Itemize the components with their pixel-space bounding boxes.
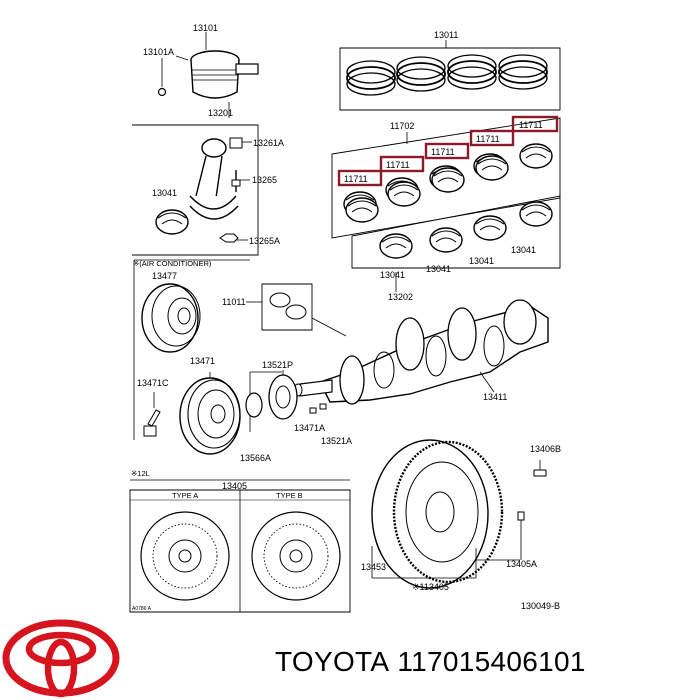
label-ac-pulley: 13477 [152,271,177,281]
connecting-rod-group [132,124,259,256]
ac-pulley-group [133,259,250,440]
label-main-bearing-1: 11711 [344,174,368,184]
crankshaft-group [293,299,549,405]
label-crank-pulley-bolt: 13471C [137,378,169,388]
label-rod-bearing-b: 13041 [426,264,451,274]
label-small-note: A0786 A [132,606,152,612]
label-main-bearing-4: 11711 [476,134,500,144]
label-diagram-code: 130049-B [521,601,560,611]
label-piston-pin-clip: 13101A [143,47,174,57]
label-type-b: TYPE B [276,491,303,500]
label-rod-cap-nut: 13265A [249,236,280,246]
flywheel-group [371,439,547,589]
label-flywheel-bolt: 13406B [530,444,561,454]
label-connecting-rod: 13201 [208,108,233,118]
label-air-conditioner: ※(AIR CONDITIONER) [133,259,212,268]
label-piston: 13101 [193,23,218,33]
label-ring-gear: ※113405 [412,582,449,592]
label-rod-bearing-set: 13202 [388,292,413,302]
toyota-logo [2,619,120,698]
label-main-bearing-3: 11711 [431,147,455,157]
label-crankshaft: 13411 [483,392,507,402]
piston-group [157,32,259,118]
part-number: 117015406101 [397,646,586,677]
label-rod-bolt: 13261A [253,138,284,148]
label-rod-nut: 13265 [252,175,277,185]
highlight-boxes [337,115,559,187]
label-12l-note: ※12L [131,469,150,478]
label-timing-gear: 13521P [262,360,293,370]
label-flywheel: 13453 [361,562,386,572]
drive-plate-group [129,479,351,613]
label-main-bearing-set: 11702 [390,121,414,131]
label-main-bearing-2: 11711 [386,160,410,170]
label-rod-bearing-d: 13041 [511,245,536,255]
piston-rings-group [339,40,561,111]
label-type-a: TYPE A [172,491,198,500]
brand-name: TOYOTA [275,646,390,677]
label-piston-rings: 13011 [434,30,458,40]
label-rod-bearing-c: 13041 [469,256,494,266]
label-flywheel-dowel: 13405A [506,559,537,569]
label-main-bearing-5: 11711 [519,120,543,130]
label-pulley-key: 13471A [294,423,325,433]
label-drive-plate: 13405 [222,481,247,491]
label-timing-gear-washer: 13566A [240,453,271,463]
label-rod-bearing-a: 13041 [380,270,405,280]
crank-pulley-group [143,372,241,455]
label-gear-key: 13521A [321,436,352,446]
label-thrust-washer: 11011 [222,297,246,307]
label-crank-pulley: 13471 [190,356,215,366]
thrust-washer-group [246,283,347,337]
timing-gear-group [245,370,327,432]
label-rod-bearing: 13041 [152,188,177,198]
